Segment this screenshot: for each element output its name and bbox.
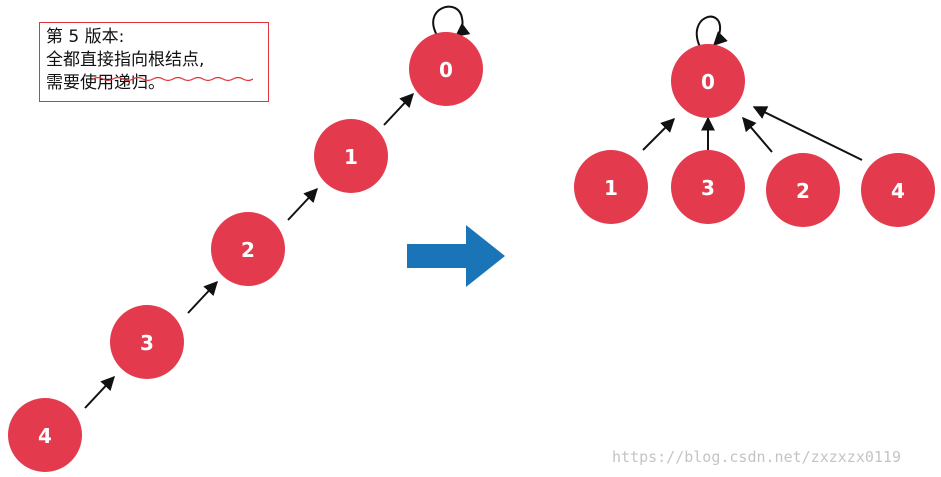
edge-after-2-to-0 <box>742 116 773 153</box>
edge-1-to-0 <box>383 92 414 126</box>
before-node-0: 0 <box>409 32 483 106</box>
before-node-3: 3 <box>110 305 184 379</box>
before-node-4: 4 <box>8 398 82 472</box>
after-node-3: 3 <box>671 150 745 224</box>
edge-3-to-2 <box>187 280 218 314</box>
after-node-1-label: 1 <box>604 176 618 200</box>
before-node-1: 1 <box>314 119 388 193</box>
before-node-3-label: 3 <box>140 331 154 355</box>
self-loop-after-0 <box>695 15 728 48</box>
after-node-0-label: 0 <box>701 70 715 94</box>
after-node-2-label: 2 <box>796 179 810 203</box>
before-node-2-label: 2 <box>241 238 255 262</box>
after-node-3-label: 3 <box>701 176 715 200</box>
after-node-4-label: 4 <box>891 179 905 203</box>
edge-after-4-to-0 <box>752 106 863 161</box>
self-loop-before-0 <box>432 5 471 38</box>
note-line-2: 全都直接指向根结点, <box>46 50 205 70</box>
edge-4-to-3 <box>84 375 115 409</box>
watermark-url: https://blog.csdn.net/zxzxzx0119 <box>612 448 901 466</box>
after-node-0: 0 <box>671 44 745 118</box>
edge-2-to-1 <box>287 187 318 221</box>
before-node-4-label: 4 <box>38 424 52 448</box>
squiggle-underline <box>93 76 253 82</box>
after-node-1: 1 <box>574 150 648 224</box>
after-node-4: 4 <box>861 153 935 227</box>
right-arrow-icon <box>407 225 505 287</box>
before-node-2: 2 <box>211 212 285 286</box>
after-node-2: 2 <box>766 153 840 227</box>
before-node-0-label: 0 <box>439 58 453 82</box>
before-node-1-label: 1 <box>344 145 358 169</box>
version-note-box: 第 5 版本: 全都直接指向根结点, 需要使用递归。 <box>39 22 269 102</box>
note-line-1: 第 5 版本: <box>46 27 125 47</box>
edge-after-1-to-0 <box>642 118 675 151</box>
